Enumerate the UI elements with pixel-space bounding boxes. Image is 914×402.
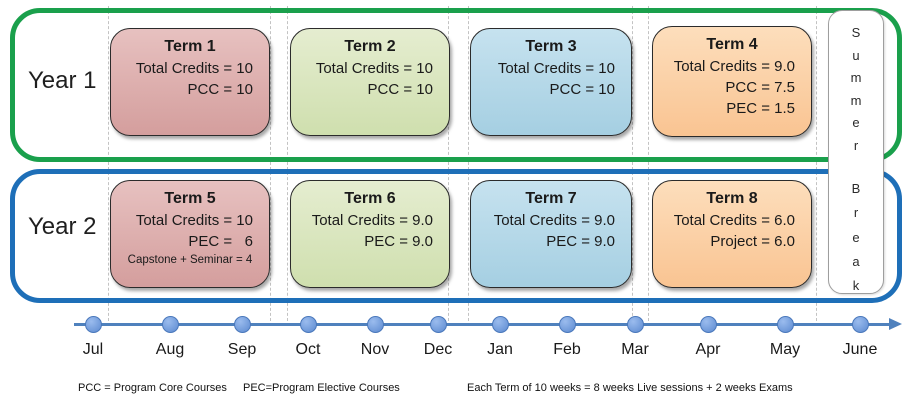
month-label: Jul [82,341,104,358]
term-line: Total Credits = 10 [315,60,433,77]
term-line: Total Credits = 10 [135,212,253,229]
timeline-dot [300,316,317,333]
timeline-axis [74,323,892,326]
term-line: Total Credits = 6.0 [673,212,795,229]
term-line: Project = 6.0 [710,233,795,250]
term-line: Total Credits = 9.0 [673,58,795,75]
term2-box: Term 2 Total Credits = 10 PCC = 10 [290,28,450,136]
term5-box: Term 5 Total Credits = 10 PEC = 6 Capsto… [110,180,270,288]
timeline-dot [367,316,384,333]
term-line: Total Credits = 9.0 [311,212,433,229]
term-title: Term 2 [344,38,396,55]
month-label: Apr [695,341,721,358]
timeline-dot [85,316,102,333]
month-label: Mar [621,341,649,358]
month-label: Sep [227,341,257,358]
timeline-dot [852,316,869,333]
term-title: Term 5 [164,190,216,207]
letter: a [852,253,860,269]
letter: u [852,47,860,63]
month-label: Aug [155,341,185,358]
gridline [287,6,288,326]
year1-container [10,8,902,162]
timeline-arrowhead-icon [889,318,902,330]
letter: S [851,25,861,40]
term-line: Total Credits = 9.0 [493,212,615,229]
year2-container [10,169,902,303]
term-line: PCC = 10 [549,81,615,98]
term-line: PEC = 9.0 [364,233,433,250]
footnote-pcc: PCC = Program Core Courses [78,382,227,394]
term3-box: Term 3 Total Credits = 10 PCC = 10 [470,28,632,136]
gridline [648,6,649,326]
month-label: June [842,341,878,358]
term-line-small: Capstone + Seminar = 4 [127,254,253,266]
gridline [816,6,817,326]
timeline-dot [559,316,576,333]
year1-label: Year 1 [28,67,97,94]
break-vertical-text: B r e a k [829,181,883,293]
month-label: Feb [553,341,581,358]
term1-box: Term 1 Total Credits = 10 PCC = 10 [110,28,270,136]
footnote-pec: PEC=Program Elective Courses [243,382,400,394]
timeline-dot [492,316,509,333]
term-title: Term 4 [706,36,758,53]
letter: e [852,229,860,245]
timeline-dot [777,316,794,333]
month-label: May [769,341,801,358]
summer-vertical-text: S u m m e r [829,25,883,153]
letter: r [853,205,859,221]
term7-box: Term 7 Total Credits = 9.0 PEC = 9.0 [470,180,632,288]
term-line: PCC = 10 [367,81,433,98]
letter: k [852,278,860,293]
term4-box: Term 4 Total Credits = 9.0 PCC = 7.5 PEC… [652,26,812,137]
term-line: PEC = 1.5 [726,100,795,117]
term-line: PCC = 7.5 [725,79,795,96]
month-label: Jan [487,341,513,358]
gridline [468,6,469,326]
letter: r [853,137,859,153]
month-label: Nov [360,341,390,358]
term-title: Term 7 [525,190,577,207]
term-title: Term 3 [525,38,577,55]
letter: m [850,70,862,86]
month-label: Dec [423,341,453,358]
letter: m [850,92,862,108]
term-title: Term 6 [344,190,396,207]
gridline [270,6,271,326]
summer-break-box: S u m m e r B r e a k [828,10,884,294]
timeline-dot [627,316,644,333]
term-title: Term 1 [164,38,216,55]
timeline-dot [162,316,179,333]
term-line: PEC = 6 [188,233,253,250]
timeline-dot [234,316,251,333]
term-line: Total Credits = 10 [497,60,615,77]
letter: e [852,115,860,131]
term-line: PEC = 9.0 [546,233,615,250]
timeline-dot [700,316,717,333]
gridline [108,6,109,326]
letter: B [851,181,861,196]
term-line: PCC = 10 [187,81,253,98]
term-line: Total Credits = 10 [135,60,253,77]
gridline [448,6,449,326]
gridline [632,6,633,326]
term8-box: Term 8 Total Credits = 6.0 Project = 6.0 [652,180,812,288]
timeline-dot [430,316,447,333]
term6-box: Term 6 Total Credits = 9.0 PEC = 9.0 [290,180,450,288]
month-label: Oct [295,341,321,358]
term-title: Term 8 [706,190,758,207]
footnote-term-weeks: Each Term of 10 weeks = 8 weeks Live ses… [467,382,793,394]
year2-label: Year 2 [28,213,97,240]
